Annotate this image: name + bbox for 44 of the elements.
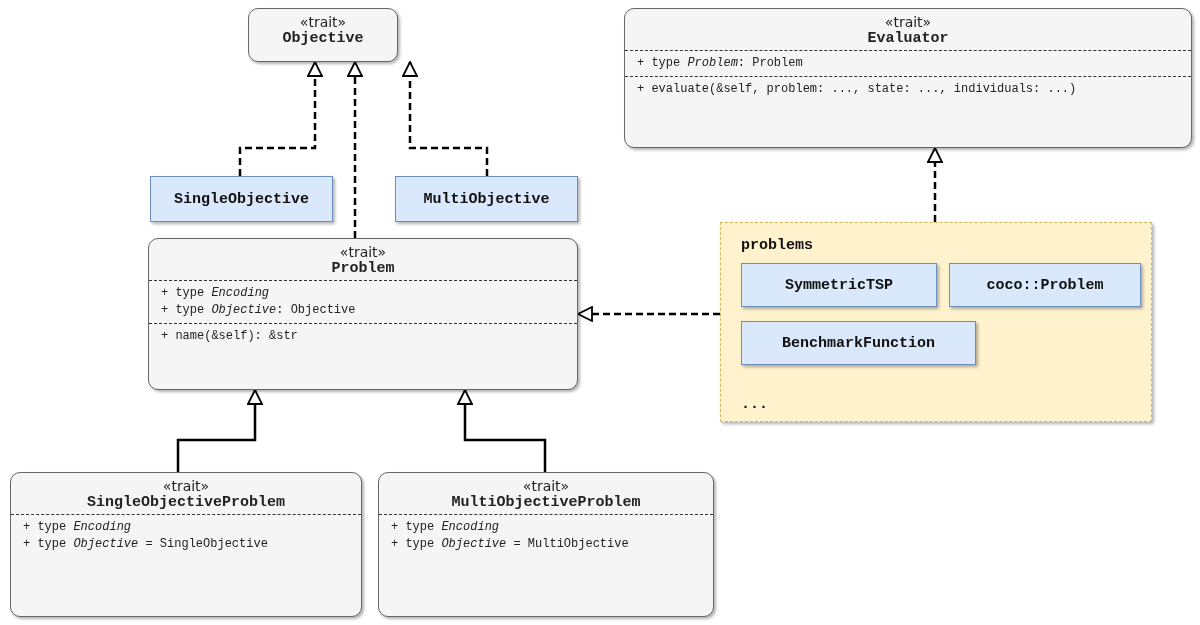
class-name: MultiObjectiveProblem [450, 494, 642, 511]
member-text: + type Objective = SingleObjective [23, 536, 269, 553]
class-box [741, 321, 976, 365]
class-name: Problem [330, 260, 396, 277]
class-name: SingleObjective [174, 190, 309, 208]
realization-arrow [927, 147, 943, 222]
member-text: + type Problem: Problem [637, 55, 804, 72]
realization-arrow [577, 306, 720, 322]
realization-arrow [347, 61, 363, 238]
realization-arrow [457, 389, 547, 472]
class-name: Objective [281, 30, 365, 47]
package-box [720, 222, 1152, 422]
class-box [248, 8, 398, 62]
class-name: MultiObjective [423, 190, 550, 208]
stereotype-label: «trait» [883, 14, 933, 30]
stereotype-label: «trait» [298, 14, 348, 30]
class-name: BenchmarkFunction [782, 334, 935, 352]
class-box [395, 176, 578, 222]
class-name: SymmetricTSP [785, 276, 893, 294]
package-name: problems [741, 237, 813, 254]
class-box [949, 263, 1141, 307]
class-box [10, 472, 362, 617]
member-text: + evaluate(&self, problem: ..., state: ..., individuals: ...) [637, 81, 1078, 98]
member-text: + name(&self): &str [161, 328, 299, 345]
realization-arrow [238, 61, 323, 176]
class-box [150, 176, 333, 222]
stereotype-label: «trait» [338, 244, 388, 260]
class-box [148, 238, 578, 390]
realization-arrow [176, 389, 263, 472]
ellipsis-text: ... [741, 396, 768, 413]
realization-arrow [402, 61, 489, 176]
class-box [624, 8, 1192, 148]
stereotype-label: «trait» [521, 478, 571, 494]
stereotype-label: «trait» [161, 478, 211, 494]
class-name: SingleObjectiveProblem [85, 494, 286, 511]
member-text: + type Objective: Objective [161, 302, 357, 319]
member-text: + type Encoding [23, 519, 133, 536]
member-text: + type Encoding [161, 285, 271, 302]
member-text: + type Objective = MultiObjective [391, 536, 630, 553]
class-name: Evaluator [866, 30, 950, 47]
class-name: coco::Problem [986, 276, 1104, 294]
member-text: + type Encoding [391, 519, 501, 536]
class-box [741, 263, 937, 307]
class-box [378, 472, 714, 617]
